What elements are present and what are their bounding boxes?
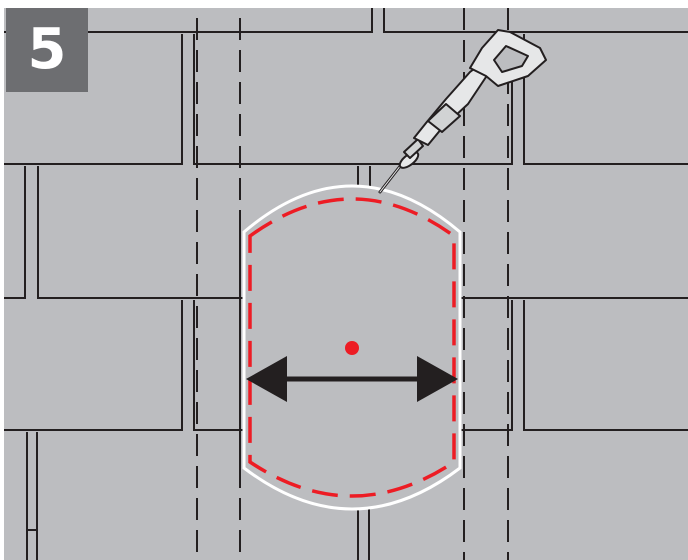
reciprocating-saw-icon bbox=[378, 29, 547, 194]
shingle-edge bbox=[4, 166, 26, 299]
double-headed-arrow-icon bbox=[246, 356, 458, 402]
shingle-edge bbox=[4, 300, 183, 431]
shingle-edge bbox=[383, 8, 688, 33]
center-dot-icon bbox=[345, 341, 359, 355]
shingle-edge bbox=[193, 34, 513, 165]
rafter-guides-inner bbox=[239, 232, 465, 468]
step-number: 5 bbox=[27, 17, 67, 82]
shingle-edge bbox=[523, 300, 688, 431]
step-number-badge: 5 bbox=[6, 8, 88, 92]
shingle-edge bbox=[4, 8, 373, 33]
shingle-edge bbox=[4, 34, 183, 165]
